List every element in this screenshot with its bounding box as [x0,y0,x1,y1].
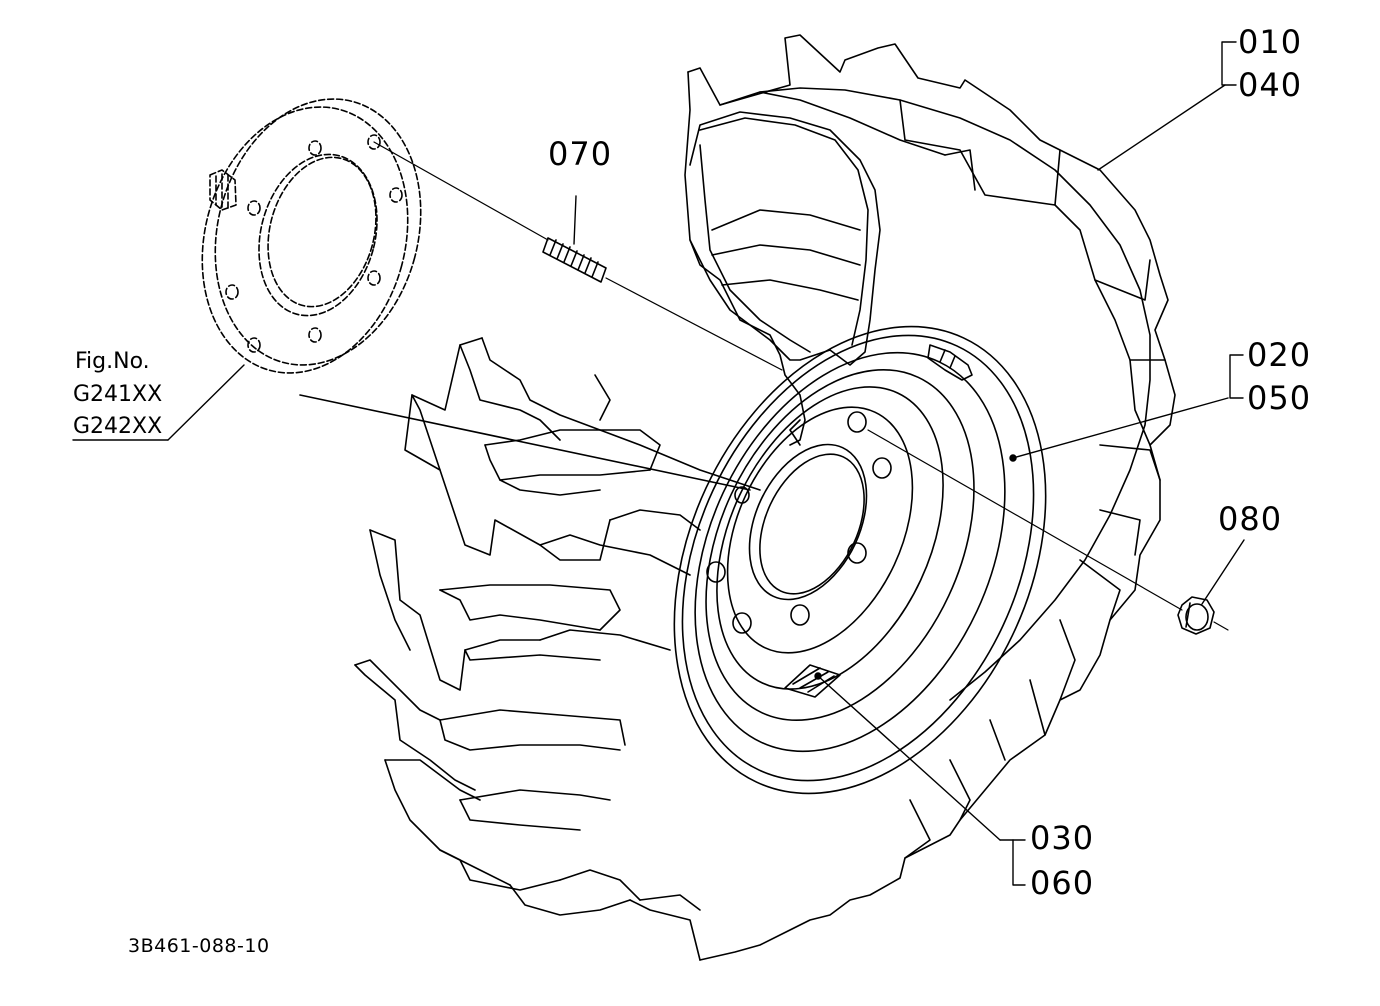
stud-bolt-illustration [543,238,606,282]
fig-ref-g242xx: G242XX [73,414,163,439]
hub-flange-illustration [173,76,449,397]
callout-070: 070 [548,135,613,173]
fig-ref-g241xx: G241XX [73,382,163,407]
wheel-rim-illustration [602,266,1117,854]
callout-020: 020 [1247,336,1312,374]
fig-ref-label: Fig.No. [75,349,150,374]
callout-060: 060 [1030,864,1095,902]
callout-030: 030 [1030,819,1095,857]
drawing-code: 3B461-088-10 [128,935,270,957]
assembly-axis-lines [300,142,1228,630]
wheel-nut-illustration [1178,597,1214,634]
tire-illustration [355,35,1175,960]
callout-040: 040 [1238,66,1303,104]
callout-leader-lines [73,42,1244,885]
callout-010: 010 [1238,23,1303,61]
callout-050: 050 [1247,379,1312,417]
callout-080: 080 [1218,500,1283,538]
